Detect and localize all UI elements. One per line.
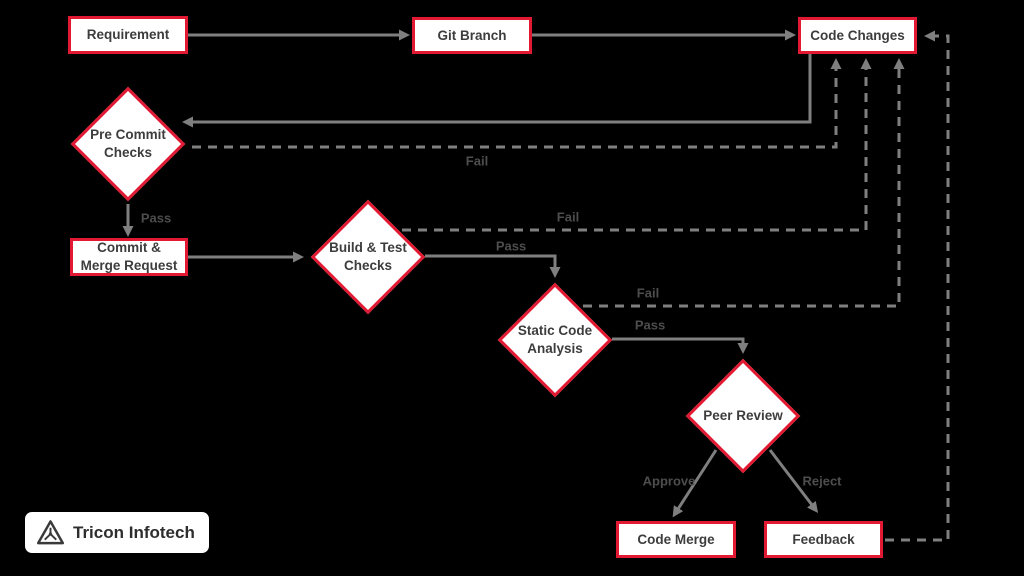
tricon-infotech-logo: Tricon Infotech [25,512,209,553]
edge-label-reject-peer-review: Reject [802,473,842,489]
edge-static-code-pass-to-peer-review [612,337,749,354]
node-static-code-analysis: Static Code Analysis [496,281,614,399]
edge-label-fail-pre-commit: Fail [465,153,489,169]
node-git-branch-label: Git Branch [437,27,507,43]
node-pre-commit-checks: Pre Commit Checks [69,85,187,203]
node-peer-review: Peer Review [684,357,802,475]
edge-static-code-fail-to-code-changes [583,58,905,308]
node-requirement-label: Requirement [86,27,170,43]
node-build-test-checks: Build & Test Checks [309,198,427,316]
edge-pre-commit-fail-to-code-changes [192,58,842,149]
edge-build-test-fail-to-code-changes [402,58,872,232]
edge-label-pass-static-code: Pass [634,317,666,333]
node-commit-merge-request: Commit & Merge Request [70,238,188,276]
node-commit-merge-request-label: Commit & Merge Request [80,240,178,273]
edge-label-fail-static-code: Fail [636,285,660,301]
tricon-triangle-icon [37,520,64,545]
node-git-branch: Git Branch [412,17,532,54]
edge-peer-review-approve-to-code-merge [672,449,718,518]
node-static-code-analysis-label: Static Code Analysis [517,323,593,356]
edge-feedback-to-code-changes [885,30,950,542]
edge-build-test-pass-to-static-code [425,254,561,278]
node-peer-review-label: Peer Review [703,408,783,424]
edge-label-pass-pre-commit: Pass [140,210,172,226]
node-code-merge-label: Code Merge [637,531,715,547]
node-build-test-checks-label: Build & Test Checks [329,240,407,273]
node-code-changes-label: Code Changes [810,27,905,43]
edge-peer-review-reject-to-feedback [768,449,819,513]
edge-label-pass-build-test: Pass [495,238,527,254]
node-feedback-label: Feedback [792,531,855,547]
tricon-infotech-logo-text: Tricon Infotech [73,522,195,542]
edge-code-changes-to-pre-commit-checks [182,53,812,128]
node-code-changes: Code Changes [798,17,917,54]
node-code-merge: Code Merge [616,521,736,558]
edge-label-approve-peer-review: Approve [642,473,696,489]
edge-label-fail-build-test: Fail [556,209,580,225]
node-requirement: Requirement [68,16,188,54]
node-pre-commit-checks-label: Pre Commit Checks [90,127,166,160]
node-feedback: Feedback [764,521,883,558]
